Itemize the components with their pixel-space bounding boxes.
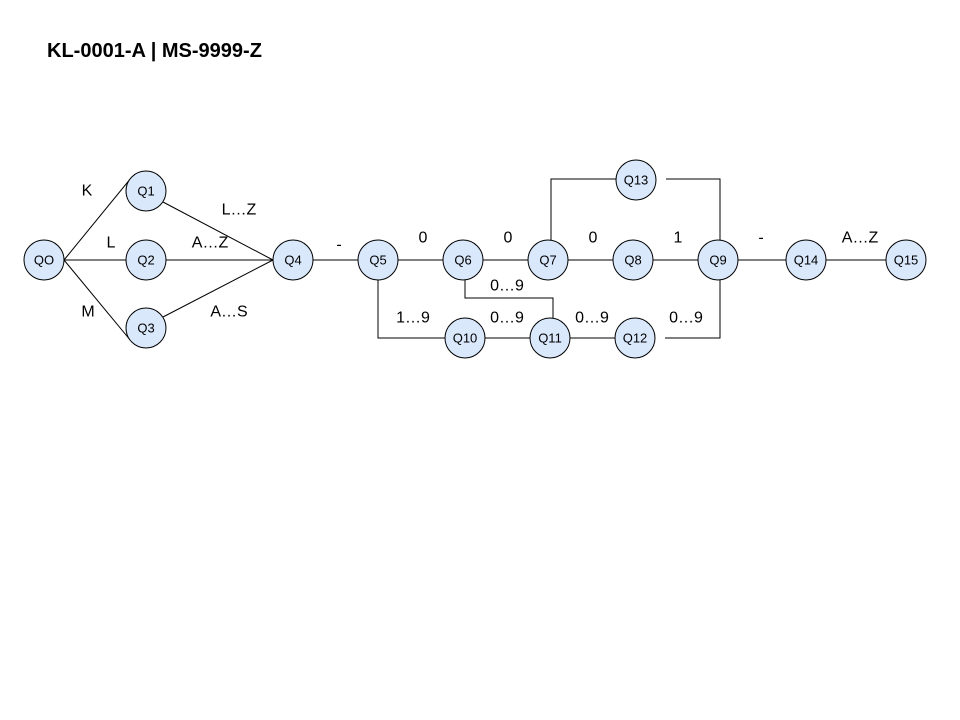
edge-label-q2-q4: A…Z	[192, 235, 229, 252]
state-label-q8: Q8	[624, 253, 641, 268]
state-label-q5: Q5	[369, 253, 386, 268]
edge-q5-q10	[377, 280, 445, 339]
state-circle-q7	[527, 239, 569, 281]
state-node-q6: Q6	[442, 239, 484, 281]
state-label-q12: Q12	[623, 331, 648, 346]
edge-label-q4-q5: -	[336, 237, 341, 254]
state-circle-q15	[885, 239, 927, 281]
state-label-q11: Q11	[538, 331, 562, 346]
state-circle-q2	[125, 239, 167, 281]
state-label-q15: Q15	[894, 253, 919, 268]
state-circle-q8	[612, 239, 654, 281]
state-label-q10: Q10	[453, 331, 478, 346]
state-label-q0: QO	[34, 253, 54, 268]
edge-q7-q13	[550, 178, 616, 240]
state-label-q7: Q7	[539, 253, 556, 268]
state-circle-q6	[442, 239, 484, 281]
edge-label-q8-q9: 1	[674, 230, 683, 247]
state-label-q1: Q1	[137, 184, 154, 199]
state-circle-q11	[529, 317, 571, 359]
edges-layer	[63, 177, 886, 342]
edge-q12-q9	[665, 280, 721, 339]
state-label-q9: Q9	[709, 253, 726, 268]
state-node-q5: Q5	[357, 239, 399, 281]
state-circle-q5	[357, 239, 399, 281]
state-circle-q10	[444, 317, 486, 359]
state-circle-q13	[615, 159, 657, 201]
edge-label-q3-q4: A…S	[210, 304, 247, 321]
edge-q13-q9	[666, 178, 721, 240]
edge-label-q14-q15: A…Z	[842, 230, 879, 247]
edge-q3-q4	[162, 259, 274, 318]
state-node-q3: Q3	[125, 307, 167, 349]
state-node-q10: Q10	[444, 317, 486, 359]
state-node-q4: Q4	[272, 239, 314, 281]
state-node-q1: Q1	[125, 170, 167, 212]
edge-labels-layer: K L M L…Z A…Z A…S - 0 0 0 1 - A…Z 1…9 0…9 0…9 0…9 0…9	[81, 183, 878, 327]
state-label-q4: Q4	[284, 253, 301, 268]
state-circle-q0	[23, 239, 65, 281]
edge-label-q6-q11: 0…9	[490, 278, 524, 295]
state-node-q12: Q12	[614, 317, 656, 359]
state-node-q0: QO	[23, 239, 65, 281]
state-node-q11: Q11	[529, 317, 571, 359]
state-node-q2: Q2	[125, 239, 167, 281]
edge-label-q1-q4: L…Z	[222, 202, 257, 219]
edge-label-q5-q10: 1…9	[396, 310, 430, 327]
edge-label-q10-q11: 0…9	[490, 310, 524, 327]
edge-q6-q11	[464, 280, 554, 318]
edge-q0-q1	[63, 177, 132, 261]
edge-label-q0-q3: M	[81, 304, 94, 321]
edge-label-q0-q1: K	[82, 183, 93, 200]
state-label-q14: Q14	[794, 253, 819, 268]
edge-label-q11-q12: 0…9	[575, 310, 609, 327]
state-label-q13: Q13	[624, 173, 649, 188]
edge-label-q6-q7: 0	[504, 230, 513, 247]
state-label-q2: Q2	[137, 253, 154, 268]
state-circle-q3	[125, 307, 167, 349]
state-circle-q12	[614, 317, 656, 359]
state-circle-q14	[785, 239, 827, 281]
edge-label-q7-q8: 0	[589, 230, 598, 247]
edge-label-q0-q2: L	[107, 235, 116, 252]
state-circle-q4	[272, 239, 314, 281]
state-circle-q9	[697, 239, 739, 281]
state-node-q13: Q13	[615, 159, 657, 201]
state-node-q14: Q14	[785, 239, 827, 281]
edge-label-q5-q6: 0	[419, 230, 428, 247]
state-node-q9: Q9	[697, 239, 739, 281]
edge-q0-q3	[63, 259, 132, 342]
state-node-q15: Q15	[885, 239, 927, 281]
state-label-q6: Q6	[454, 253, 471, 268]
state-label-q3: Q3	[137, 321, 154, 336]
edge-label-q9-q14: -	[758, 230, 763, 247]
state-node-q7: Q7	[527, 239, 569, 281]
state-node-q8: Q8	[612, 239, 654, 281]
edge-q1-q4	[162, 201, 274, 261]
edge-label-q12-q9: 0…9	[669, 310, 703, 327]
state-circle-q1	[125, 170, 167, 212]
page-title: KL-0001-A | MS-9999-Z	[47, 40, 262, 62]
